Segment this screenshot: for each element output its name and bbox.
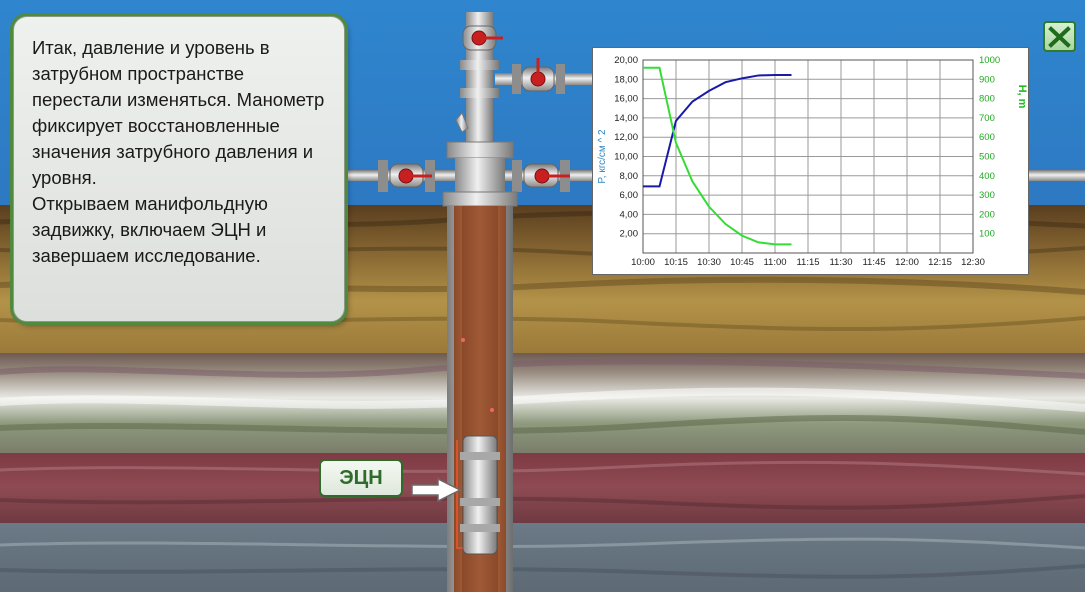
y-left-tick-label: 16,00 <box>614 94 638 105</box>
x-tick-label: 11:45 <box>862 257 885 268</box>
y-right-tick-label: 900 <box>979 74 995 85</box>
bubble <box>461 338 465 342</box>
y-right-tick-label: 100 <box>979 229 995 240</box>
info-paragraph-2: Открываем манифольдную задвижку, включае… <box>32 193 268 266</box>
x-tick-label: 12:15 <box>928 257 952 268</box>
chart-axes <box>642 59 974 254</box>
manometer-fitting <box>455 112 469 133</box>
y-right-axis-title: H, m <box>1016 85 1028 109</box>
tree-flange <box>460 60 499 70</box>
close-icon <box>1048 26 1071 48</box>
tree-flange <box>460 88 499 98</box>
chart-grid <box>642 59 974 254</box>
y-right-tick-label: 400 <box>979 171 995 182</box>
wellhead-flange <box>446 141 514 159</box>
pressure-level-chart: 10:00 10:15 10:30 10:45 11:00 11:15 11:30 11:45… <box>592 47 1029 275</box>
right-gate-valve <box>512 160 570 192</box>
left-gate-valve <box>378 160 435 192</box>
y-right-tick-label: 300 <box>979 190 995 201</box>
x-tick-label: 10:45 <box>730 257 754 268</box>
close-button[interactable] <box>1043 21 1076 52</box>
x-tick-label: 12:30 <box>961 257 985 268</box>
y-left-tick-label: 8,00 <box>620 171 639 182</box>
pump-label: ЭЦН <box>319 459 403 497</box>
wellhead-base <box>442 191 518 207</box>
y-left-tick-label: 6,00 <box>620 190 639 201</box>
y-right-tick-label: 200 <box>979 209 995 220</box>
top-valve <box>462 25 503 51</box>
y-left-axis-title: P, кгс/см ^ 2 <box>597 129 608 184</box>
x-tick-label: 10:00 <box>631 257 655 268</box>
y-right-tick-label: 500 <box>979 152 995 163</box>
chart-canvas: 10:00 10:15 10:30 10:45 11:00 11:15 11:30 11:45… <box>597 55 1028 268</box>
x-tick-label: 10:15 <box>664 257 688 268</box>
x-tick-label: 10:30 <box>697 257 721 268</box>
pump-arrow-icon <box>411 478 462 502</box>
y-right-tick-label: 1000 <box>979 55 1000 66</box>
y-left-tick-label: 4,00 <box>620 209 639 220</box>
info-panel: Итак, давление и уровень в затрубном про… <box>13 16 345 322</box>
rock-layer-bottom <box>0 523 1085 592</box>
y-right-tick-label: 800 <box>979 94 995 105</box>
y-left-tick-label: 14,00 <box>614 113 638 124</box>
wellhead-spool <box>455 158 505 196</box>
y-left-tick-label: 20,00 <box>614 55 638 66</box>
y-left-tick-label: 2,00 <box>620 229 639 240</box>
red-texture <box>0 460 1085 510</box>
plot-border <box>642 59 974 254</box>
y-left-tick-label: 12,00 <box>614 132 638 143</box>
y-left-tick-label: 10,00 <box>614 152 638 163</box>
y-right-tick-label: 700 <box>979 113 995 124</box>
esp-pump <box>456 435 500 555</box>
bottom-texture <box>0 537 1085 579</box>
chart-labels: 10:00 10:15 10:30 10:45 11:00 11:15 11:30 11:45… <box>597 55 1028 268</box>
bubble <box>490 408 494 412</box>
level-series-line <box>643 66 792 246</box>
info-paragraph-1: Итак, давление и уровень в затрубном про… <box>32 37 325 188</box>
pressure-series-line <box>643 73 792 188</box>
x-tick-label: 12:00 <box>895 257 919 268</box>
x-tick-label: 11:15 <box>796 257 819 268</box>
x-tick-label: 11:30 <box>829 257 852 268</box>
x-tick-label: 11:00 <box>763 257 786 268</box>
rock-layer-red <box>0 453 1085 523</box>
upper-gate-valve <box>512 58 565 94</box>
y-left-tick-label: 18,00 <box>614 74 638 85</box>
y-right-tick-label: 600 <box>979 132 995 143</box>
chart-series <box>642 66 792 246</box>
